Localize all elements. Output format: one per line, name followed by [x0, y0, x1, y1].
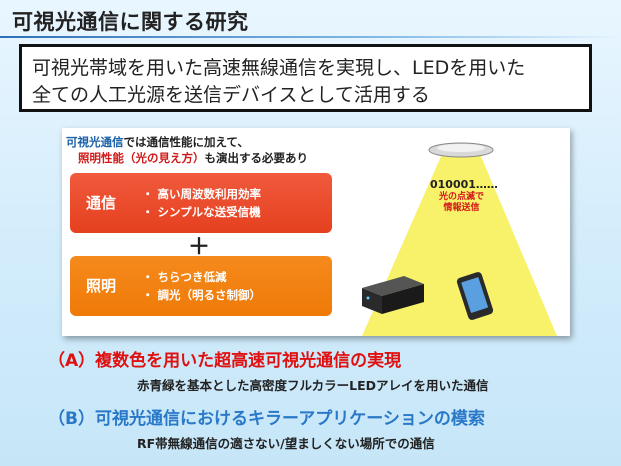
signal-caption: 光の点滅で 情報送信: [439, 192, 484, 214]
summary-line-1: 可視光帯域を用いた高速無線通信を実現し、LEDを用いた: [32, 57, 526, 79]
section-a-detail: 赤青緑を基本とした高密度フルカラーLEDアレイを用いた通信: [137, 378, 489, 393]
lighting-label: 照明: [86, 277, 117, 295]
receiver-box-icon: [362, 276, 424, 314]
lighting-box: 照明 ・ ちらつき低減 ・ 調光（明るさ制御）: [70, 256, 332, 316]
note-text-2: も演出する必要あり: [204, 151, 309, 165]
communication-label: 通信: [86, 194, 117, 212]
lighting-item: ・ ちらつき低減: [142, 270, 227, 284]
signal-caption-line-2: 情報送信: [443, 203, 480, 213]
title-underline: [0, 36, 621, 38]
communication-item: ・ シンプルな送受信機: [142, 205, 261, 219]
note-vlc-term: 可視光通信: [66, 135, 124, 149]
lighting-items: ・ ちらつき低減 ・ 調光（明るさ制御）: [142, 268, 261, 304]
lighting-item: ・ 調光（明るさ制御）: [142, 288, 262, 302]
plus-sign: ＋: [188, 235, 211, 260]
section-b-heading: （B）可視光通信におけるキラーアプリケーションの模索: [48, 409, 485, 429]
illustration: [362, 142, 557, 336]
communication-box: 通信 ・ 高い周波数利用効率 ・ シンプルな送受信機: [70, 173, 332, 233]
communication-items: ・ 高い周波数利用効率 ・ シンプルな送受信機: [142, 185, 261, 221]
summary-line-2: 全ての人工光源を送信デバイスとして活用する: [32, 84, 430, 106]
slide-title: 可視光通信に関する研究: [12, 10, 249, 34]
communication-item: ・ 高い周波数利用効率: [142, 187, 262, 201]
note-lighting-term: 照明性能（光の見え方）: [78, 151, 205, 165]
ceiling-light-icon: [428, 142, 494, 158]
requirement-note: 可視光通信では通信性能に加えて、 照明性能（光の見え方）も演出する必要あり: [66, 134, 308, 166]
smartphone-icon: [456, 272, 494, 320]
note-text-1: では通信性能に加えて、: [123, 135, 249, 149]
signal-caption-line-1: 光の点滅で: [439, 192, 485, 202]
section-b-detail: RF帯無線通信の適さない/望ましくない場所での通信: [137, 436, 435, 451]
summary-box: 可視光帯域を用いた高速無線通信を実現し、LEDを用いた 全ての人工光源を送信デバ…: [19, 44, 592, 112]
signal-code: 010001……: [430, 178, 498, 191]
diagram-panel: 可視光通信では通信性能に加えて、 照明性能（光の見え方）も演出する必要あり 通信…: [62, 128, 570, 336]
section-a-heading: （A）複数色を用いた超高速可視光通信の実現: [48, 351, 402, 371]
